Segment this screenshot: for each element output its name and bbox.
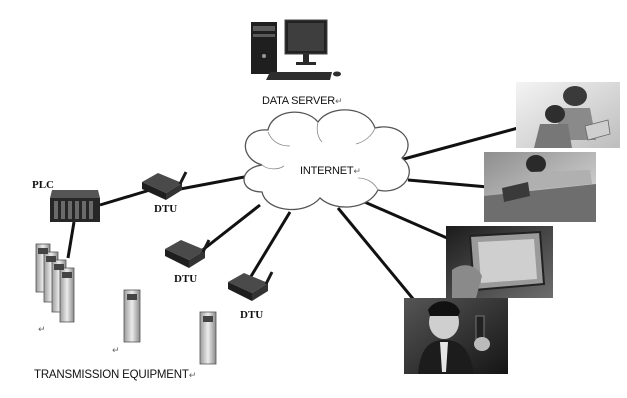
line-dtu1-internet: [174, 173, 256, 192]
connection-lines: [66, 119, 519, 301]
line-internet-photo3: [359, 198, 448, 240]
dtu-label-1: DTU: [154, 203, 178, 215]
line-plc-dtu1: [99, 188, 151, 207]
return-mark-1: ↵: [38, 325, 46, 335]
line-dtu3-internet: [248, 211, 292, 279]
photo-tablet-in-hands: [446, 226, 553, 298]
line-internet-photo1: [399, 126, 519, 162]
data-server-label: DATA SERVER↵: [262, 95, 343, 107]
plc-label: PLC: [32, 179, 54, 191]
transmission-equipment-group-3: [199, 311, 217, 365]
dtu-modem-3: [228, 271, 274, 301]
internet-cloud: [243, 109, 410, 211]
dtu-modem-1: [142, 171, 188, 200]
photo-woman-with-laptop: [484, 152, 596, 222]
line-internet-photo4: [336, 207, 416, 301]
dtu-label-3: DTU: [240, 309, 264, 321]
line-dtu2-internet: [199, 203, 261, 254]
dtu-label-2: DTU: [174, 273, 198, 285]
transmission-equipment-group-2: [123, 289, 141, 343]
plc-device: [50, 190, 100, 222]
internet-label: INTERNET↵: [300, 165, 361, 177]
line-plc-equipment: [66, 221, 76, 259]
line-internet-photo2: [407, 178, 489, 189]
transmission-equipment-label: TRANSMISSION EQUIPMENT↵: [34, 369, 197, 381]
data-server-computer: [251, 19, 341, 80]
photo-people-at-laptop: [516, 82, 620, 148]
photo-man-on-phone: [404, 298, 508, 374]
dtu-modem-2: [165, 239, 211, 268]
transmission-equipment-group-1: [35, 243, 75, 323]
return-mark-2: ↵: [112, 346, 120, 356]
